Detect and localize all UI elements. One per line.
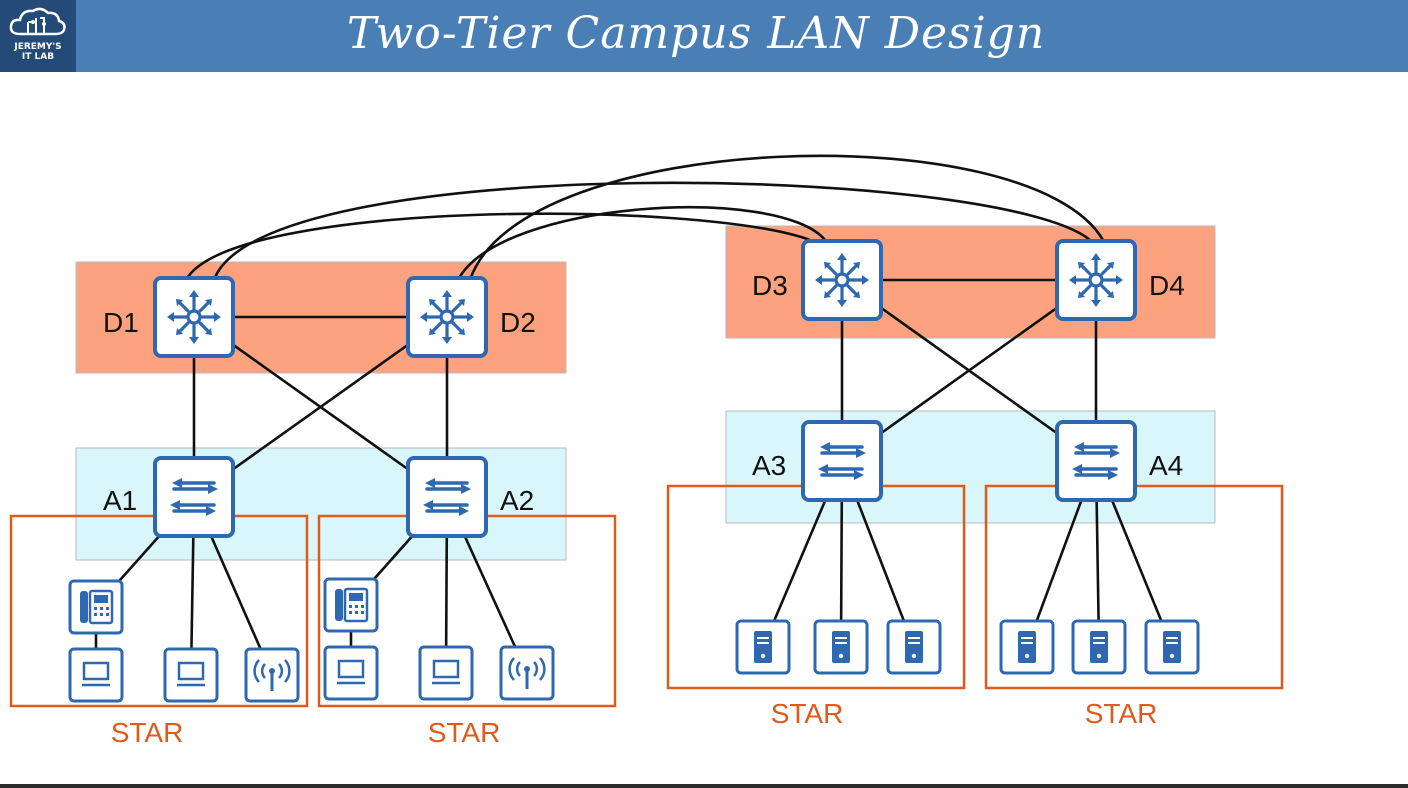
switch-icon <box>406 456 488 538</box>
page-title: Two-Tier Campus LAN Design <box>346 8 1046 59</box>
pc-icon <box>323 645 379 701</box>
distribution-layer-right <box>725 225 1216 339</box>
server-icon <box>886 619 942 675</box>
ip-phone-icon <box>323 577 379 633</box>
multilayer-switch-icon <box>406 276 488 358</box>
multilayer-switch-icon <box>1055 239 1137 321</box>
wireless-ap-icon <box>244 647 300 703</box>
label-d2: D2 <box>500 307 536 338</box>
pc-icon <box>163 647 219 703</box>
label-a4: A4 <box>1149 450 1183 481</box>
label-d1: D1 <box>103 307 139 338</box>
label-a1: A1 <box>103 485 137 516</box>
switch-icon <box>153 456 235 538</box>
bottom-edge <box>0 784 1408 788</box>
title-bar: JEREMY'S IT LAB Two-Tier Campus LAN Desi… <box>0 0 1408 72</box>
logo-text: JEREMY'S IT LAB <box>14 42 62 62</box>
network-diagram: D1 D2 D3 D4 A1 A2 A3 A4 STAR STAR STAR S… <box>9 154 1284 748</box>
wireless-ap-icon <box>499 645 555 701</box>
pc-icon <box>68 647 124 703</box>
multilayer-switch-icon <box>801 239 883 321</box>
link-d4-a3 <box>841 278 1097 463</box>
label-d3: D3 <box>752 270 788 301</box>
star-label: STAR <box>771 698 844 729</box>
access-layer-left <box>75 447 567 561</box>
link-d1-d4 <box>212 181 1091 281</box>
server-icon <box>735 619 791 675</box>
link-d2-d4 <box>468 154 1105 281</box>
label-a2: A2 <box>500 485 534 516</box>
access-layer-right <box>725 410 1216 524</box>
switch-icon <box>801 420 883 502</box>
label-d4: D4 <box>1149 270 1185 301</box>
star-label: STAR <box>111 717 184 748</box>
cloud-logo-icon <box>9 7 66 36</box>
server-icon <box>1144 619 1200 675</box>
label-a3: A3 <box>752 450 786 481</box>
ip-phone-icon <box>68 579 124 635</box>
star-label: STAR <box>428 717 501 748</box>
logo: JEREMY'S IT LAB <box>0 0 76 72</box>
multilayer-switch-icon <box>153 276 235 358</box>
star-label: STAR <box>1085 698 1158 729</box>
switch-icon <box>1055 420 1137 502</box>
link-d1-d3 <box>184 212 811 281</box>
link-d2-a1 <box>193 315 448 499</box>
server-icon <box>1071 619 1127 675</box>
pc-icon <box>418 645 474 701</box>
server-icon <box>999 619 1055 675</box>
server-icon <box>813 619 869 675</box>
